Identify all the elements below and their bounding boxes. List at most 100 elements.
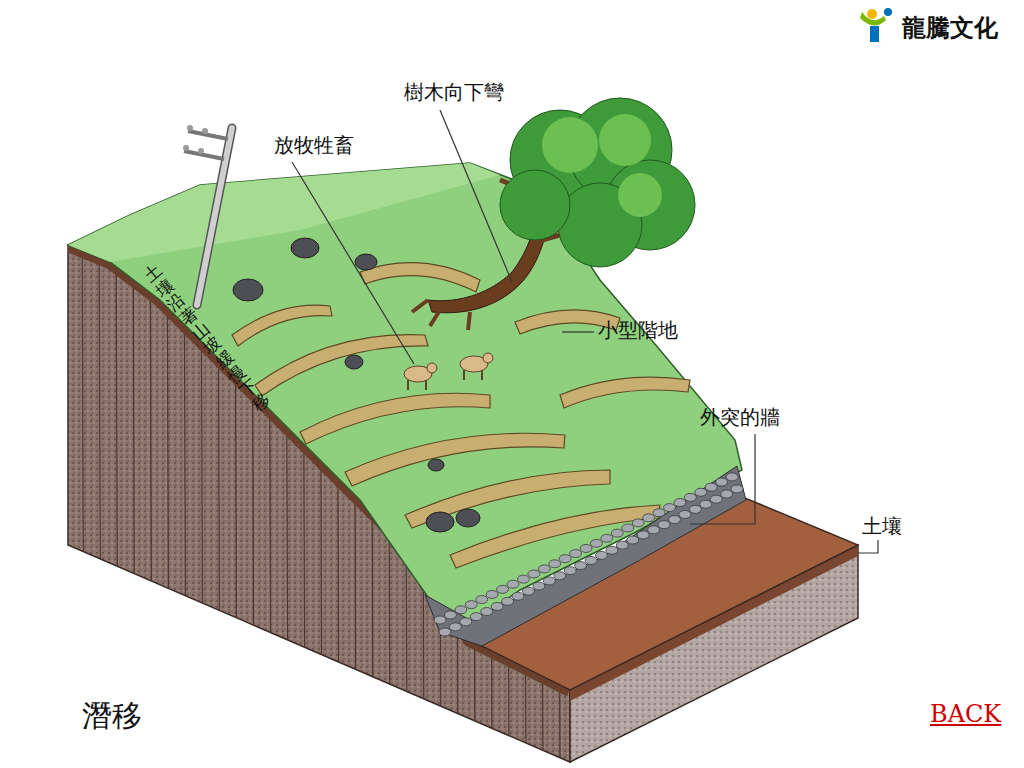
rubble-wall bbox=[643, 514, 655, 522]
rubble-wall bbox=[580, 544, 592, 552]
back-link: BACK bbox=[930, 700, 1001, 729]
rocks bbox=[426, 512, 454, 532]
slope-annotation: 土壤沿著山坡緩慢下移 bbox=[140, 261, 273, 415]
logo-icon bbox=[860, 8, 892, 42]
rubble-wall bbox=[481, 608, 493, 616]
logo-icon bbox=[860, 12, 886, 26]
rubble-wall bbox=[700, 500, 712, 508]
rubble-wall bbox=[684, 493, 696, 501]
rubble-wall bbox=[449, 623, 461, 631]
rubble-wall bbox=[434, 473, 743, 636]
callout-label: 樹木向下彎 bbox=[404, 80, 504, 104]
slope-surface bbox=[68, 163, 500, 262]
rubble-wall bbox=[575, 562, 587, 570]
rubble-wall bbox=[648, 526, 660, 534]
rubble-wall bbox=[590, 539, 602, 547]
rocks bbox=[233, 238, 480, 532]
callout-label: 放牧牲畜 bbox=[274, 133, 354, 157]
rubble-wall bbox=[616, 541, 628, 549]
rubble-wall bbox=[710, 495, 722, 503]
rubble-wall bbox=[689, 505, 701, 513]
rubble-wall bbox=[425, 466, 746, 646]
rubble-wall bbox=[564, 567, 576, 575]
rubble-wall bbox=[679, 510, 691, 518]
leaning-pole bbox=[184, 151, 224, 159]
rubble-wall bbox=[585, 556, 597, 564]
leaning-pole bbox=[202, 128, 208, 134]
rubble-wall bbox=[470, 613, 482, 621]
rubble-wall bbox=[674, 498, 686, 506]
rubble-wall bbox=[538, 565, 550, 573]
bent-tree bbox=[412, 98, 695, 330]
terrace-steps bbox=[360, 263, 480, 292]
leader-lines bbox=[562, 331, 594, 332]
callout-label: 外突的牆 bbox=[700, 405, 780, 429]
rubble-wall bbox=[663, 504, 675, 512]
rubble-wall bbox=[622, 524, 634, 532]
rubble-wall bbox=[522, 587, 534, 595]
bent-tree bbox=[599, 114, 651, 166]
rubble-wall bbox=[491, 602, 503, 610]
bedrock-front-face bbox=[116, 200, 118, 768]
bedrock-front-face bbox=[99, 200, 101, 768]
rubble-wall bbox=[668, 516, 680, 524]
rubble-wall bbox=[425, 466, 746, 646]
leaning-pole bbox=[187, 125, 193, 131]
rubble-wall bbox=[549, 560, 561, 568]
bent-tree bbox=[542, 114, 662, 217]
diagram-caption: 潛移 bbox=[82, 698, 142, 734]
leader-lines bbox=[690, 434, 755, 524]
rubble-wall bbox=[517, 575, 529, 583]
rubble-wall bbox=[726, 473, 738, 481]
rubble-wall bbox=[632, 519, 644, 527]
terrace-steps bbox=[560, 377, 690, 408]
bent-tree bbox=[412, 300, 470, 330]
rubble-wall bbox=[439, 628, 451, 636]
rubble-wall bbox=[476, 596, 488, 604]
rubble-wall bbox=[627, 536, 639, 544]
rocks bbox=[233, 279, 263, 301]
rubble-wall bbox=[716, 478, 728, 486]
logo-icon bbox=[870, 26, 879, 42]
publisher-logo: 龍騰文化 bbox=[902, 14, 998, 43]
rubble-wall bbox=[658, 521, 670, 529]
rubble-wall bbox=[465, 601, 477, 609]
rubble-wall bbox=[611, 529, 623, 537]
rubble-wall bbox=[705, 483, 717, 491]
rocks bbox=[291, 238, 319, 258]
rubble-wall bbox=[595, 551, 607, 559]
rubble-wall bbox=[731, 485, 743, 493]
terrace-steps bbox=[300, 393, 490, 444]
leaning-pole bbox=[188, 131, 228, 139]
logo-icon bbox=[884, 8, 892, 16]
callout-label: 土壤 bbox=[862, 514, 902, 538]
rubble-wall bbox=[512, 592, 524, 600]
rubble-wall bbox=[507, 580, 519, 588]
leader-lines bbox=[440, 110, 512, 282]
leader-lines bbox=[292, 110, 878, 553]
rocks bbox=[428, 459, 444, 471]
logo-icon bbox=[867, 9, 877, 19]
rubble-wall bbox=[554, 572, 566, 580]
rubble-wall bbox=[570, 550, 582, 558]
rubble-wall bbox=[460, 618, 472, 626]
livestock bbox=[483, 353, 493, 363]
rubble-wall bbox=[637, 531, 649, 539]
callout-label: 小型階地 bbox=[598, 318, 678, 342]
rocks bbox=[345, 355, 363, 369]
rubble-wall bbox=[528, 570, 540, 578]
leader-lines bbox=[292, 162, 414, 364]
livestock bbox=[408, 380, 426, 390]
rubble-wall bbox=[533, 582, 545, 590]
rubble-wall bbox=[601, 534, 613, 542]
livestock bbox=[464, 370, 482, 380]
rubble-wall bbox=[502, 597, 514, 605]
rubble-wall bbox=[444, 611, 456, 619]
rubble-wall bbox=[497, 585, 509, 593]
rocks bbox=[355, 254, 377, 270]
bent-tree bbox=[618, 173, 662, 217]
rubble-wall bbox=[695, 488, 707, 496]
